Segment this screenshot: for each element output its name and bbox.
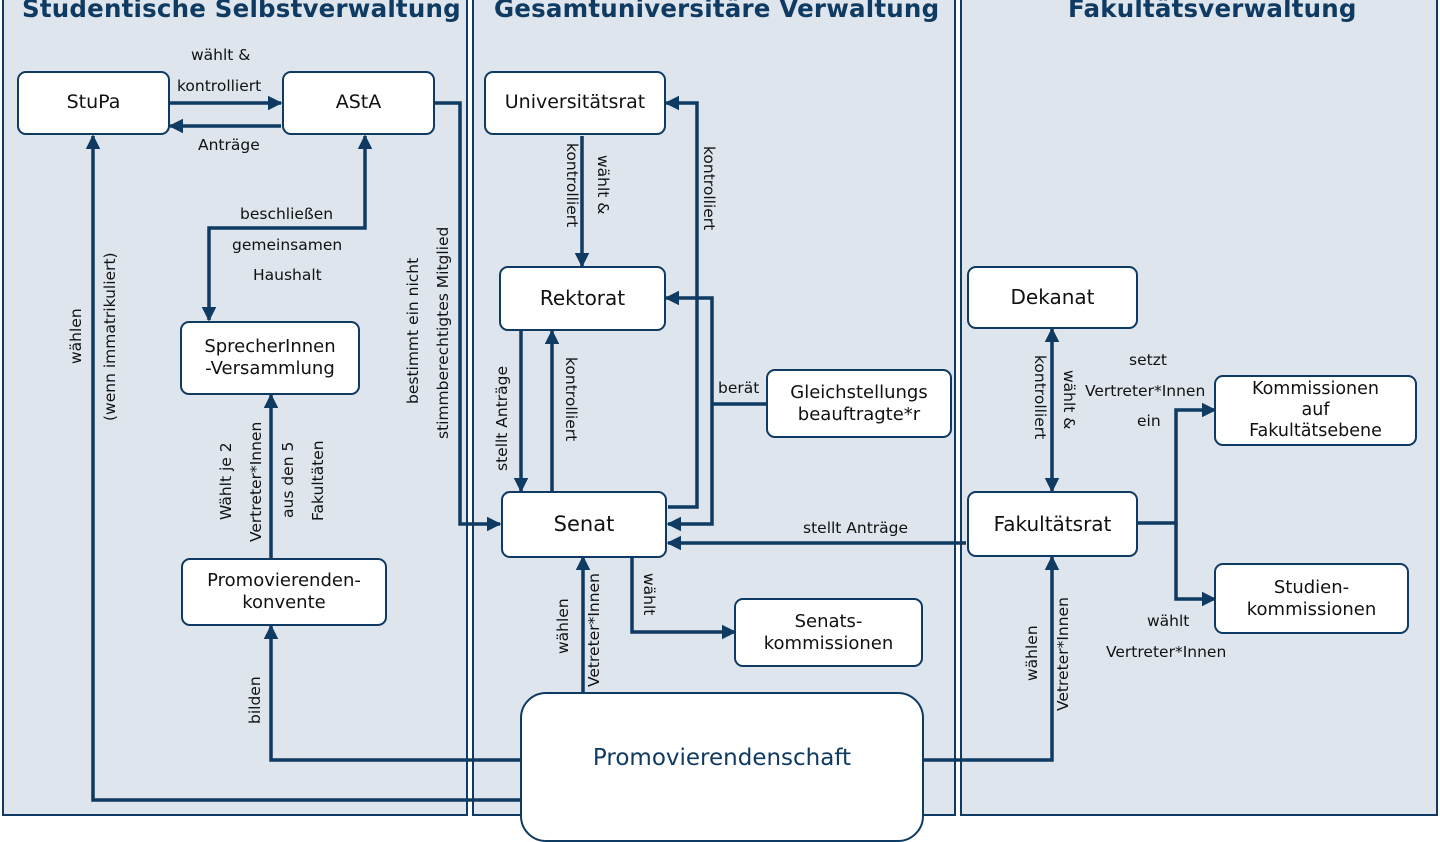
label-kontrolliert-unirat: kontrolliert — [700, 146, 718, 231]
panel-title-student: Studentische Selbstverwaltung — [22, 0, 461, 23]
panel-title-university: Gesamtuniversitäre Verwaltung — [494, 0, 940, 23]
label-setzt: setzt — [1129, 351, 1167, 369]
arrow-rektorat-senat-right — [664, 290, 714, 532]
connector-lines — [85, 95, 1217, 802]
label-vetreter-fakrat: Vetreter*Innen — [1054, 597, 1072, 711]
node-asta[interactable]: AStA — [282, 71, 435, 135]
label-stellt-antraege-fakrat: stellt Anträge — [803, 519, 909, 537]
node-dekanat[interactable]: Dekanat — [967, 266, 1138, 329]
label-antraege: Anträge — [198, 136, 260, 154]
label-vertreter-studkom: Vertreter*Innen — [1106, 643, 1227, 661]
panel-title-faculty: Fakultätsverwaltung — [1068, 0, 1357, 23]
label-bestimmt-ein-nicht: bestimmt ein nicht — [404, 257, 422, 404]
label-fakultaeten: Fakultäten — [309, 440, 327, 521]
label-bilden: bilden — [246, 676, 264, 724]
label-wenn-immatrikuliert: (wenn immatrikuliert) — [101, 252, 119, 421]
node-stupa[interactable]: StuPa — [17, 71, 170, 135]
label-waehlt-und-rektorat: wählt & — [594, 155, 612, 215]
node-promovierendenschaft[interactable]: Promovierendenschaft — [520, 692, 924, 842]
label-waehlt-je-2: Wählt je 2 — [217, 442, 235, 520]
label-kontrolliert-stupa: kontrolliert — [177, 77, 262, 95]
label-waehlen-stupa: wählen — [67, 308, 85, 364]
label-beschliessen: beschließen — [240, 205, 334, 223]
node-senat[interactable]: Senat — [501, 491, 667, 558]
label-waehlen-fakrat: wählen — [1023, 625, 1041, 681]
label-stimmberechtigtes-mitglied: stimmberechtigtes Mitglied — [434, 226, 452, 439]
arrow-haushalt — [201, 134, 373, 322]
label-beraet: berät — [718, 379, 760, 397]
label-setzt-ein: ein — [1137, 412, 1161, 430]
arrow-promo-konvente — [263, 624, 521, 762]
label-vetreter-senat: Vetreter*Innen — [585, 573, 603, 687]
node-rektorat[interactable]: Rektorat — [499, 266, 666, 331]
label-kontrolliert-rektorat: kontrolliert — [563, 143, 581, 228]
label-kontrolliert-dekanat: kontrolliert — [1031, 355, 1049, 440]
arrow-asta-senat — [435, 101, 502, 532]
arrow-fakrat-komfak — [1138, 402, 1217, 525]
node-kommissionen-fakultaetsebene[interactable]: Kommissionen auf Fakultätsebene — [1214, 375, 1417, 446]
arrow-senat-unirat — [664, 95, 699, 509]
node-fakultaetsrat[interactable]: Fakultätsrat — [967, 491, 1138, 557]
arrow-promo-stupa — [85, 134, 521, 802]
label-waehlt-und-dekanat: wählt & — [1060, 370, 1078, 430]
arrow-fakrat-studkom — [1174, 523, 1217, 607]
label-gemeinsamen: gemeinsamen — [232, 236, 343, 254]
node-universitaetsrat[interactable]: Universitätsrat — [484, 71, 666, 135]
label-vertreter-innen-konvente: Vertreter*Innen — [247, 421, 265, 542]
label-aus-den-5: aus den 5 — [279, 441, 297, 518]
arrow-senat-senatskom — [630, 557, 737, 640]
node-studienkommissionen[interactable]: Studien- kommissionen — [1214, 563, 1409, 634]
label-stellt-antraege-rektorat: stellt Anträge — [493, 365, 511, 471]
label-waehlt-studkom: wählt — [1147, 612, 1190, 630]
node-promovierendenkonvente[interactable]: Promovierenden- konvente — [181, 558, 387, 626]
label-waehlt-senatskom: wählt — [640, 573, 658, 616]
label-setzt-vertreter: Vertreter*Innen — [1085, 382, 1206, 400]
node-sprecherinnen-versammlung[interactable]: SprecherInnen -Versammlung — [180, 321, 360, 395]
arrow-promo-fakrat — [923, 555, 1060, 762]
label-waehlen-senat: wählen — [554, 598, 572, 654]
label-kontrolliert-senat: kontrolliert — [562, 357, 580, 442]
node-senatskommissionen[interactable]: Senats- kommissionen — [734, 598, 923, 667]
label-haushalt: Haushalt — [253, 266, 322, 284]
label-waehlt-und: wählt & — [191, 46, 251, 64]
node-gleichstellungsbeauftragte[interactable]: Gleichstellungs beauftragte*r — [766, 369, 952, 438]
